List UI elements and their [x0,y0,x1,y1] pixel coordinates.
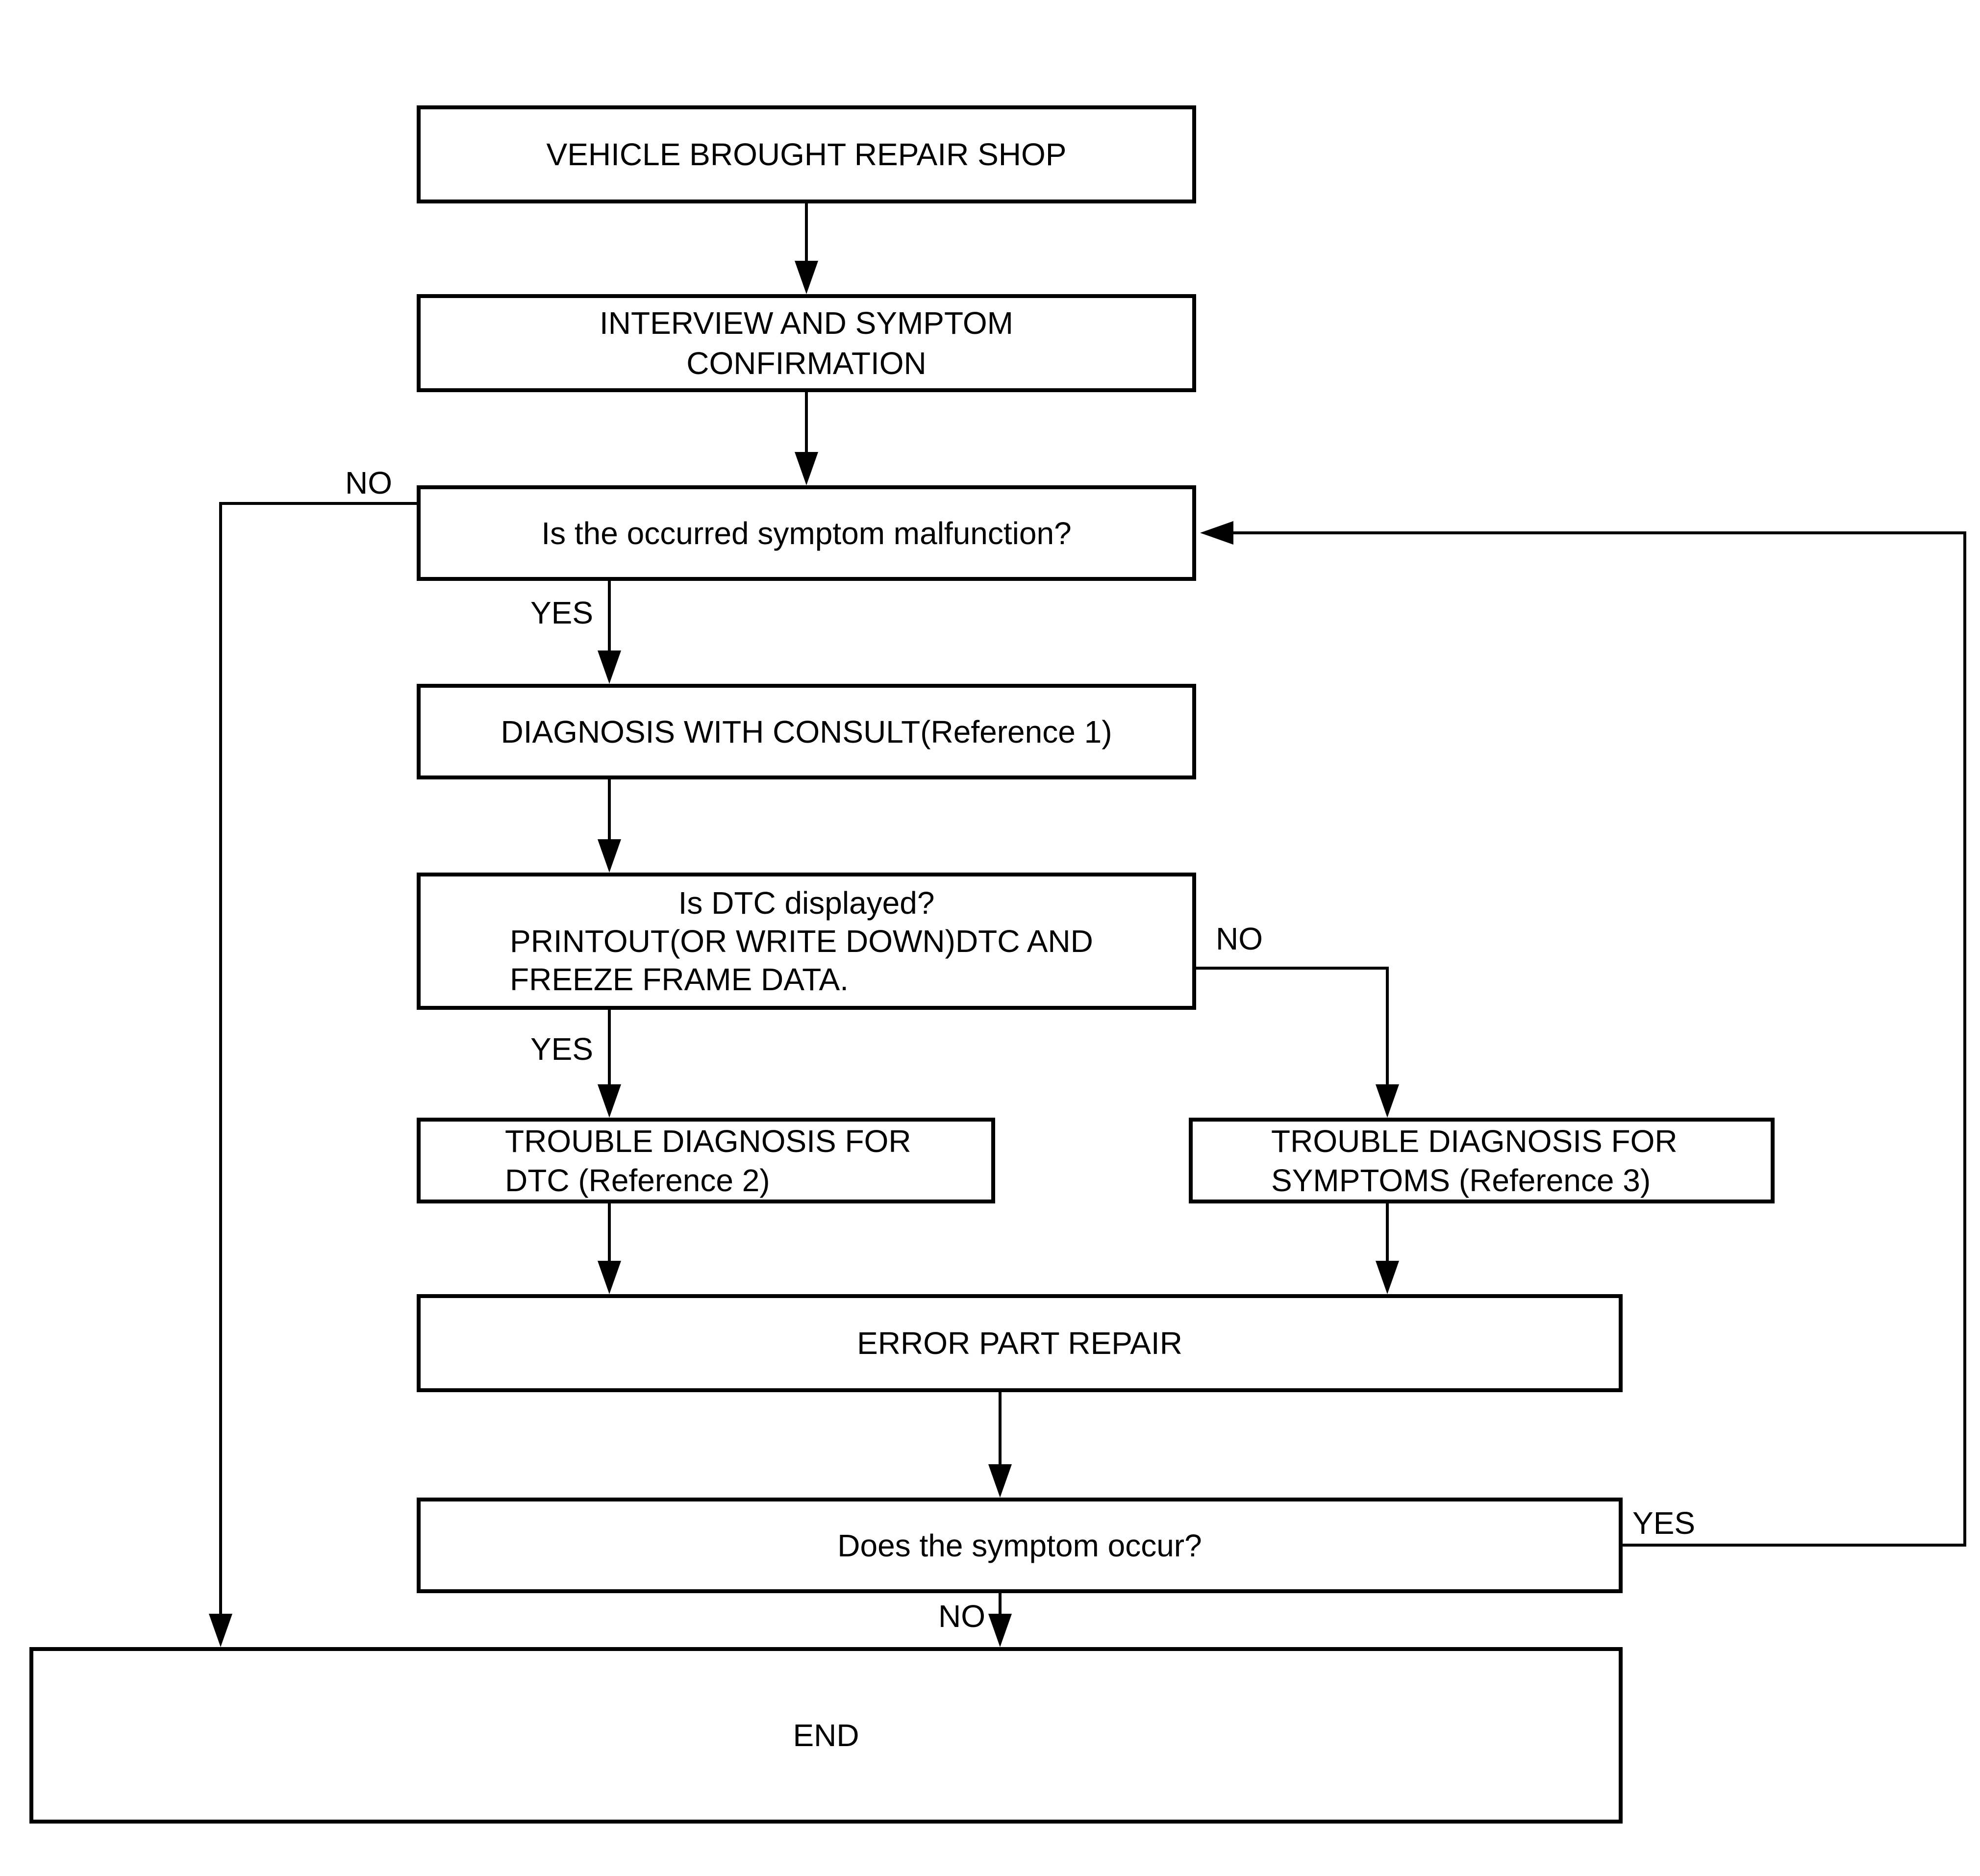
connector-repair-to-occur [999,1392,1002,1467]
node-symptom-malfunction-question: Is the occurred symptom malfunction? [417,485,1196,581]
node-label: Does the symptom occur? [837,1527,1202,1563]
connector-malfunction-no-vertical [219,502,222,1616]
connector-occur-yes-vertical [1963,531,1966,1545]
arrowhead-right-into-repair [1376,1261,1399,1294]
node-label-line2: SYMPTOMS (Reference 3) [1271,1162,1651,1198]
edge-label-dtc-yes: YES [510,1032,593,1066]
edge-label-malfunction-no: NO [304,466,392,500]
edge-label-malfunction-yes: YES [510,596,593,630]
edge-label-occur-no: NO [907,1599,985,1633]
node-dtc-displayed-question: Is DTC displayed? PRINTOUT(OR WRITE DOWN… [417,873,1196,1010]
node-diagnosis-with-consult: DIAGNOSIS WITH CONSULT(Reference 1) [417,684,1196,779]
connector-occur-yes-horizontal [1623,1544,1966,1547]
arrowhead-into-diagnosis-dtc [598,1084,621,1118]
node-symptom-occur-question: Does the symptom occur? [417,1498,1623,1593]
node-trouble-diagnosis-symptoms: TROUBLE DIAGNOSIS FOR SYMPTOMS (Referenc… [1189,1118,1775,1203]
node-label: VEHICLE BROUGHT REPAIR SHOP [546,137,1067,172]
edge-label-dtc-no: NO [1216,922,1299,956]
arrowhead-feedback-into-malfunction [1200,521,1233,545]
edge-label-occur-yes: YES [1632,1506,1721,1540]
arrowhead-into-diagnosis-symptoms [1376,1084,1399,1118]
connector-dtc-no-vertical [1386,967,1389,1087]
node-end: END [29,1647,1623,1824]
node-label-line1: TROUBLE DIAGNOSIS FOR [505,1123,911,1159]
arrowhead-into-interview [795,261,818,294]
node-vehicle-brought-repair-shop: VEHICLE BROUGHT REPAIR SHOP [417,105,1196,203]
connector-occur-no [999,1593,1002,1617]
arrowhead-into-malfunction [795,452,818,485]
node-label: END [793,1718,859,1753]
connector-vehicle-to-interview [805,203,808,264]
connector-consult-to-dtc [608,779,611,842]
connector-symptomdiag-to-repair [1386,1203,1389,1264]
arrowhead-no-into-end [209,1614,232,1647]
node-label-line2: PRINTOUT(OR WRITE DOWN)DTC AND [510,924,1093,959]
node-label: DIAGNOSIS WITH CONSULT(Reference 1) [501,714,1112,750]
node-label-line2: CONFIRMATION [686,346,927,381]
connector-dtcdiag-to-repair [608,1203,611,1264]
node-label: ERROR PART REPAIR [857,1326,1182,1361]
arrowhead-into-consult [598,650,621,684]
node-label-line1: TROUBLE DIAGNOSIS FOR [1271,1123,1678,1159]
connector-malfunction-yes [608,581,611,653]
arrowhead-occur-no-into-end [988,1614,1012,1647]
node-label-line1: Is DTC displayed? [678,885,935,921]
arrowhead-into-occur-question [988,1464,1012,1498]
node-label: Is the occurred symptom malfunction? [541,515,1072,551]
node-interview-symptom-confirmation: INTERVIEW AND SYMPTOM CONFIRMATION [417,294,1196,392]
node-label-line1: INTERVIEW AND SYMPTOM [600,305,1013,341]
arrowhead-left-into-repair [598,1261,621,1294]
node-label-line3: FREEZE FRAME DATA. [510,962,849,997]
connector-interview-to-malfunction [805,392,808,455]
connector-dtc-no-horizontal [1196,967,1389,970]
connector-feedback-top-horizontal [1230,531,1966,534]
node-label-line2: DTC (Reference 2) [505,1162,770,1198]
connector-malfunction-no-horizontal [221,502,417,505]
node-error-part-repair: ERROR PART REPAIR [417,1294,1623,1392]
node-trouble-diagnosis-dtc: TROUBLE DIAGNOSIS FOR DTC (Reference 2) [417,1118,995,1203]
connector-dtc-yes [608,1010,611,1087]
arrowhead-into-dtc-question [598,839,621,873]
